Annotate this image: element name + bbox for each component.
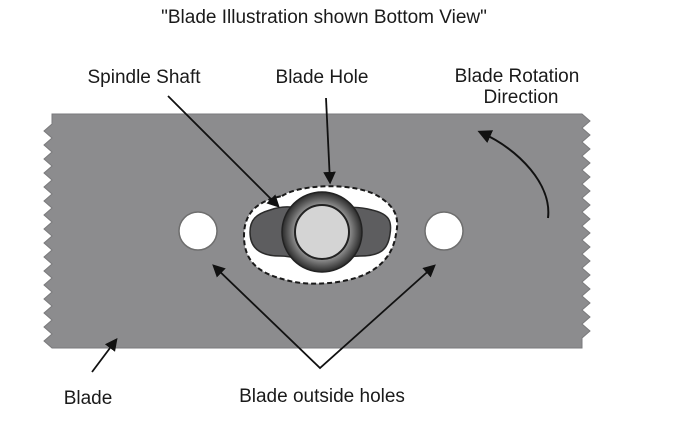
spindle-shaft-inner xyxy=(294,204,350,260)
spindle-shaft-leader xyxy=(167,95,280,208)
rotation-label-line1: Blade Rotation xyxy=(455,66,580,87)
outside-hole-left xyxy=(178,211,218,251)
blade-hole-leader xyxy=(323,97,336,185)
outside-holes-leader xyxy=(212,264,436,370)
spindle-shaft-label: Spindle Shaft xyxy=(87,67,201,88)
rotation-direction-arrow xyxy=(477,130,550,219)
blade-leader xyxy=(91,337,118,373)
blade-hole-label: Blade Hole xyxy=(276,67,369,88)
outside-holes-label: Blade outside holes xyxy=(239,386,405,407)
rotation-label-line2: Direction xyxy=(484,87,559,108)
outside-hole-right xyxy=(424,211,464,251)
blade-label: Blade xyxy=(64,388,113,409)
page-title: "Blade Illustration shown Bottom View" xyxy=(161,7,487,28)
